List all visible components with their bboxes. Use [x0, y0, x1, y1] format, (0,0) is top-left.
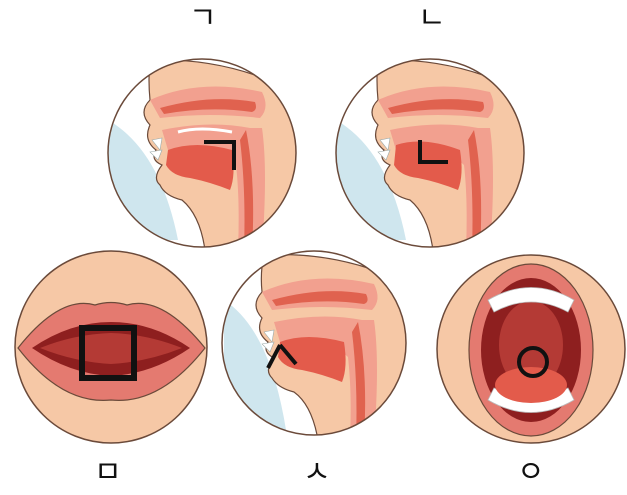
panel-siot — [220, 250, 412, 440]
panel-mieum — [15, 251, 207, 443]
panel-giyeok — [100, 55, 305, 255]
panel-ieung — [437, 255, 625, 443]
panel-nieun — [330, 55, 535, 255]
